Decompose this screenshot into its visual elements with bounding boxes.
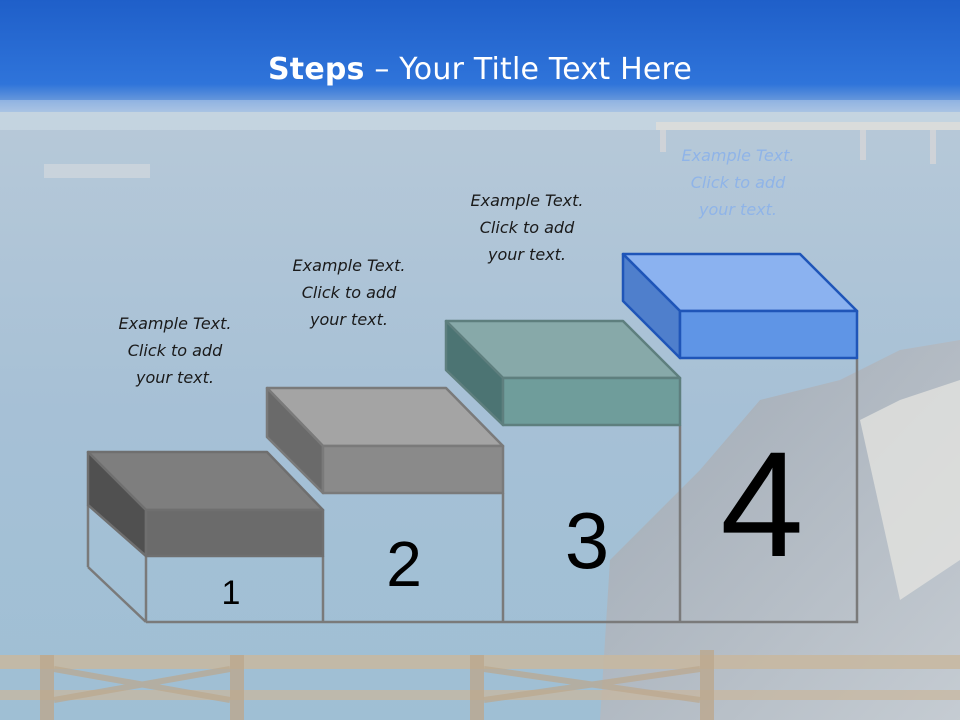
title-rest: – Your Title Text Here	[364, 52, 693, 87]
slide-title[interactable]: Steps – Your Title Text Here	[0, 52, 960, 87]
step-2-caption[interactable]: Example Text. Click to add your text.	[292, 256, 406, 329]
step-1-number: 1	[222, 574, 241, 612]
step-3-box[interactable]	[444, 319, 682, 427]
step-3-number: 3	[565, 496, 610, 585]
step-4-caption[interactable]: Example Text. Click to add your text.	[681, 146, 795, 219]
step-2-box[interactable]	[265, 386, 505, 495]
step-2-number: 2	[386, 528, 422, 600]
title-bold: Steps	[267, 52, 365, 87]
step-3-caption[interactable]: Example Text. Click to add your text.	[470, 191, 584, 264]
step-4-box[interactable]	[621, 252, 859, 360]
base-outline	[86, 358, 859, 624]
step-1-caption[interactable]: Example Text. Click to add your text.	[118, 314, 232, 387]
step-1-box[interactable]	[86, 450, 325, 558]
step-4-number: 4	[720, 420, 803, 588]
